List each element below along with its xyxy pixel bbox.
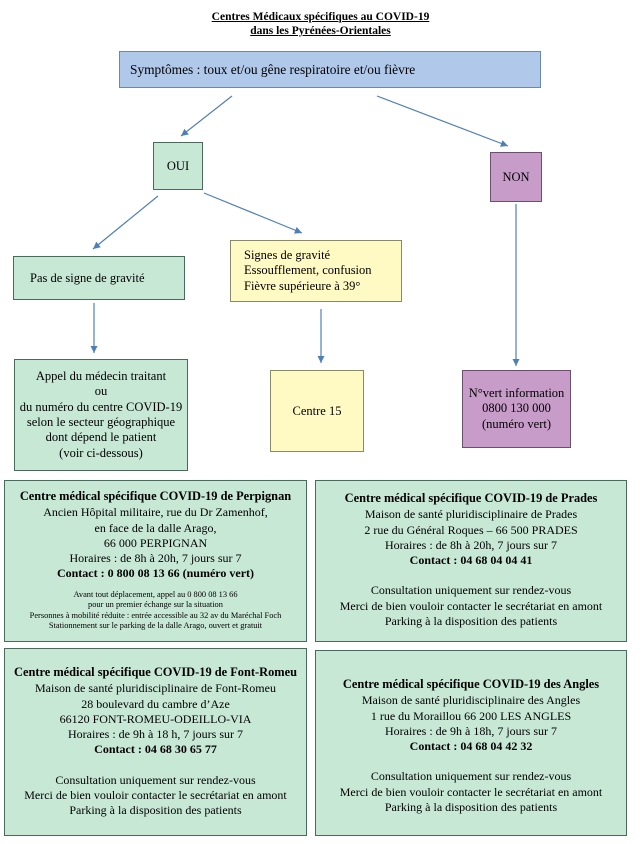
fontromeu-address-2: 28 boulevard du cambre d’Aze bbox=[81, 696, 230, 711]
fontromeu-hours: Horaires : de 9h à 18 h, 7 jours sur 7 bbox=[68, 727, 243, 742]
perpignan-address-2: en face de la dalle Arago, bbox=[94, 520, 217, 535]
perpignan-title: Centre médical spécifique COVID-19 de Pe… bbox=[19, 489, 292, 503]
page-title: Centres Médicaux spécifiques au COVID-19… bbox=[0, 10, 641, 38]
angles-address-1: Maison de santé pluridisciplinaire des A… bbox=[361, 693, 581, 708]
arrow-symptoms-to-no bbox=[376, 95, 509, 147]
no-box: NON bbox=[490, 152, 542, 202]
fontromeu-contact: Contact : 04 68 30 65 77 bbox=[94, 742, 217, 757]
green-number-box: N°vert information 0800 130 000 (numéro … bbox=[462, 370, 571, 448]
centre15-text: Centre 15 bbox=[292, 403, 342, 418]
symptoms-box: Symptômes : toux et/ou gêne respiratoire… bbox=[119, 51, 541, 88]
perpignan-hours: Horaires : de 8h à 20h, 7 jours sur 7 bbox=[69, 551, 242, 566]
center-card-angles: Centre médical spécifique COVID-19 des A… bbox=[315, 650, 627, 836]
call-doctor-box: Appel du médecin traitant ou du numéro d… bbox=[14, 359, 188, 471]
perpignan-note-2: pour un premier échange sur la situation bbox=[88, 600, 223, 610]
severity-box: Signes de gravité Essoufflement, confusi… bbox=[230, 240, 402, 302]
centre15-box: Centre 15 bbox=[270, 370, 364, 452]
title-line-1: Centres Médicaux spécifiques au COVID-19 bbox=[211, 11, 430, 23]
fontromeu-title: Centre médical spécifique COVID-19 de Fo… bbox=[14, 665, 297, 679]
no-severity-text: Pas de signe de gravité bbox=[30, 270, 145, 285]
angles-hours: Horaires : de 9h à 18h, 7 jours sur 7 bbox=[385, 723, 557, 738]
angles-address-2: 1 rue du Moraillou 66 200 LES ANGLES bbox=[370, 708, 572, 723]
center-card-perpignan: Centre médical spécifique COVID-19 de Pe… bbox=[4, 480, 307, 642]
call-doctor-line-3: du numéro du centre COVID-19 bbox=[19, 399, 183, 414]
arrow-symptoms-to-yes bbox=[180, 95, 233, 137]
symptoms-text: Symptômes : toux et/ou gêne respiratoire… bbox=[130, 62, 416, 77]
fontromeu-address-1: Maison de santé pluridisciplinaire de Fo… bbox=[35, 681, 276, 696]
angles-consult-1: Consultation uniquement sur rendez-vous bbox=[370, 769, 572, 784]
perpignan-contact: Contact : 0 800 08 13 66 (numéro vert) bbox=[56, 566, 255, 581]
arrow-yes-to-no-severity bbox=[92, 195, 159, 250]
fontromeu-consult-2: Merci de bien vouloir contacter le secré… bbox=[24, 788, 287, 803]
perpignan-note-1: Avant tout déplacement, appel au 0 800 0… bbox=[73, 589, 238, 599]
no-label: NON bbox=[502, 169, 530, 184]
perpignan-address-3: 66 000 PERPIGNAN bbox=[103, 535, 208, 550]
green-number-line-2: 0800 130 000 bbox=[482, 401, 551, 416]
perpignan-notes: Avant tout déplacement, appel au 0 800 0… bbox=[30, 590, 282, 632]
prades-contact: Contact : 04 68 04 04 41 bbox=[409, 553, 533, 568]
fontromeu-consult-1: Consultation uniquement sur rendez-vous bbox=[55, 772, 256, 787]
green-number-line-3: (numéro vert) bbox=[481, 416, 552, 431]
prades-consult-3: Parking à la disposition des patients bbox=[384, 614, 558, 629]
center-card-prades: Centre médical spécifique COVID-19 de Pr… bbox=[315, 480, 627, 642]
severity-line-1: Signes de gravité bbox=[244, 247, 331, 262]
call-doctor-line-5: dont dépend le patient bbox=[45, 430, 157, 445]
call-doctor-line-6: (voir ci-dessous) bbox=[59, 445, 143, 460]
prades-address-2: 2 rue du Général Roques – 66 500 PRADES bbox=[364, 522, 578, 537]
prades-consult-1: Consultation uniquement sur rendez-vous bbox=[370, 583, 572, 598]
severity-line-2: Essoufflement, confusion bbox=[244, 263, 372, 278]
title-line-2: dans les Pyrénées-Orientales bbox=[250, 25, 391, 37]
angles-consult-2: Merci de bien vouloir contacter le secré… bbox=[339, 784, 603, 799]
perpignan-note-3: Personnes à mobilité réduite : entrée ac… bbox=[29, 610, 282, 620]
call-doctor-line-2: ou bbox=[94, 384, 108, 399]
fontromeu-consult-3: Parking à la disposition des patients bbox=[69, 803, 242, 818]
no-severity-box: Pas de signe de gravité bbox=[13, 256, 185, 300]
yes-box: OUI bbox=[153, 142, 203, 190]
prades-address-1: Maison de santé pluridisciplinaire de Pr… bbox=[364, 507, 578, 522]
angles-consult-3: Parking à la disposition des patients bbox=[384, 800, 558, 815]
severity-line-3: Fièvre supérieure à 39° bbox=[244, 278, 361, 293]
green-number-line-1: N°vert information bbox=[468, 385, 565, 400]
perpignan-address-1: Ancien Hôpital militaire, rue du Dr Zame… bbox=[43, 505, 268, 520]
yes-label: OUI bbox=[166, 158, 190, 173]
prades-hours: Horaires : de 8h à 20h, 7 jours sur 7 bbox=[385, 537, 557, 552]
angles-contact: Contact : 04 68 04 42 32 bbox=[409, 739, 533, 754]
center-card-fontromeu: Centre médical spécifique COVID-19 de Fo… bbox=[4, 648, 307, 836]
call-doctor-line-1: Appel du médecin traitant bbox=[35, 369, 167, 384]
perpignan-note-4: Stationnement sur le parking de la dalle… bbox=[48, 621, 263, 631]
prades-consult-2: Merci de bien vouloir contacter le secré… bbox=[339, 598, 603, 613]
arrow-yes-to-severity bbox=[203, 192, 303, 234]
angles-title: Centre médical spécifique COVID-19 des A… bbox=[342, 677, 600, 691]
prades-title: Centre médical spécifique COVID-19 de Pr… bbox=[344, 491, 598, 505]
fontromeu-address-3: 66120 FONT-ROMEU-ODEILLO-VIA bbox=[59, 711, 252, 726]
call-doctor-line-4: selon le secteur géographique bbox=[26, 415, 176, 429]
